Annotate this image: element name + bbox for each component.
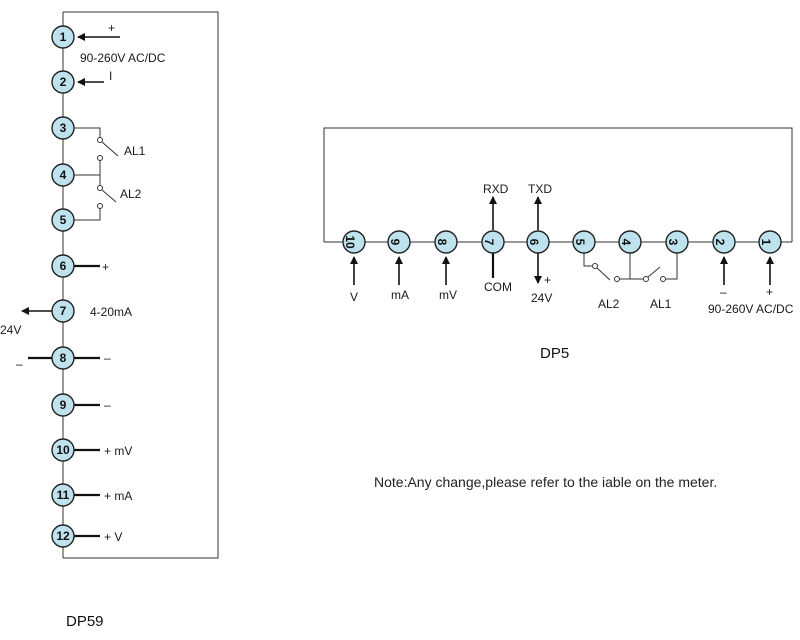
dp5-alarm-relays: AL2 AL1 (583, 253, 678, 311)
dp5-terminal-3: 3 (665, 230, 689, 254)
dp5-terminal-number: 1 (759, 239, 773, 246)
dp5-al2-label: AL2 (598, 297, 620, 311)
dp59-minus-label: I (109, 69, 112, 83)
dp5-terminal-number: 5 (573, 239, 587, 246)
dp59-terminal-number: 6 (60, 259, 67, 273)
dp59-terminal-6: 6 + (51, 254, 109, 278)
dp59-terminal-number: 3 (60, 121, 67, 135)
dp5-terminal-10: 10 (342, 230, 366, 254)
dp5-terminal-9: 9 (387, 230, 411, 254)
dp5-terminal-2: 2 (712, 230, 736, 254)
dp5-terminal-1: 1 (758, 230, 782, 254)
dp59-24v-label: 24V (0, 323, 21, 337)
dp5-al1-label: AL1 (650, 297, 672, 311)
dp5-terminal-number: 6 (527, 239, 541, 246)
dp5-plus-label: + (766, 285, 773, 299)
dp5-terminal-8: 8 (434, 230, 458, 254)
dp59-terminal-7: 7 4-20mA 24V (0, 299, 132, 337)
dp5-terminal-number: 7 (482, 239, 496, 246)
dp59-ma-label: + mA (104, 489, 132, 503)
dp59-minus-label: – (104, 398, 111, 412)
dp59-terminal-10: 10 + mV (51, 438, 132, 462)
dp59-terminal-number: 1 (60, 30, 67, 44)
dp59-terminal-number: 10 (56, 443, 70, 457)
dp59-caption: DP59 (66, 613, 104, 630)
dp59-plus-label: + (108, 21, 115, 35)
dp5-24v-label: 24V (531, 291, 552, 305)
dp59-terminal-8: 8 – – (16, 346, 111, 371)
dp5-rxd-label: RXD (483, 182, 509, 196)
dp5-caption: DP5 (540, 345, 569, 362)
dp59-terminal-number: 11 (57, 488, 70, 502)
dp5-ma-label: mA (391, 288, 409, 302)
dp59-terminal-number: 12 (56, 529, 70, 543)
dp59-al2-label: AL2 (120, 187, 142, 201)
dp59-mv-label: + mV (104, 444, 132, 458)
dp59-terminal-9: 9 – (51, 393, 111, 417)
dp5-terminal-7: 7 (481, 230, 505, 254)
dp59-power-label: 90-260V AC/DC (80, 51, 166, 65)
dp59-plus-label: + (102, 260, 109, 274)
dp59-minus-label: – (104, 351, 111, 365)
dp59-terminal-number: 9 (60, 398, 67, 412)
dp5-plus-label: + (544, 273, 551, 287)
dp59-terminal-12: 12 + V (51, 524, 122, 548)
dp5-minus-label: – (720, 285, 727, 299)
dp59-terminal-number: 2 (60, 75, 67, 89)
dp59-v-label: + V (104, 530, 122, 544)
dp5-terminal-number: 2 (713, 239, 727, 246)
dp5-txd-label: TXD (528, 182, 552, 196)
dp59-left-minus-label: – (16, 357, 23, 371)
dp5-terminal-number: 10 (343, 235, 357, 249)
dp59-terminal-11: 11 + mA (51, 483, 132, 507)
dp5-terminal-number: 3 (666, 239, 680, 246)
dp59-alarm-relays: AL1 AL2 (74, 127, 146, 221)
dp59-al1-label: AL1 (124, 144, 146, 158)
dp5-terminal-6: 6 (526, 230, 550, 254)
dp59-terminal-number: 5 (60, 213, 67, 227)
dp59-terminal-4: 4 (51, 163, 75, 187)
dp5-power-label: 90-260V AC/DC (708, 302, 794, 316)
dp59-terminal-3: 3 (51, 116, 75, 140)
dp5-mv-label: mV (439, 288, 457, 302)
dp5-terminal-number: 4 (619, 239, 633, 246)
dp59-terminal-1: 1 + (51, 21, 120, 49)
dp59-terminal-number: 8 (60, 351, 67, 365)
dp59-terminal-5: 5 (51, 208, 75, 232)
note-text: Note:Any change,please refer to the iabl… (374, 474, 717, 490)
dp5-v-label: V (350, 290, 358, 304)
dp59-panel: 1 + 90-260V AC/DC 2 I AL1 AL2 (0, 11, 219, 630)
dp5-panel: RXD TXD V mA mV COM + 24V AL2 AL1 (323, 127, 794, 362)
dp59-terminal-2: 2 I (51, 69, 112, 94)
dp5-terminal-4: 4 (618, 230, 642, 254)
dp5-terminal-number: 9 (388, 239, 402, 246)
dp5-terminal-5: 5 (572, 230, 596, 254)
dp59-terminal-number: 7 (60, 304, 67, 318)
dp59-4-20ma-label: 4-20mA (90, 305, 132, 319)
dp5-com-label: COM (484, 280, 512, 294)
dp5-terminal-number: 8 (435, 239, 449, 246)
dp59-terminal-number: 4 (60, 168, 67, 182)
